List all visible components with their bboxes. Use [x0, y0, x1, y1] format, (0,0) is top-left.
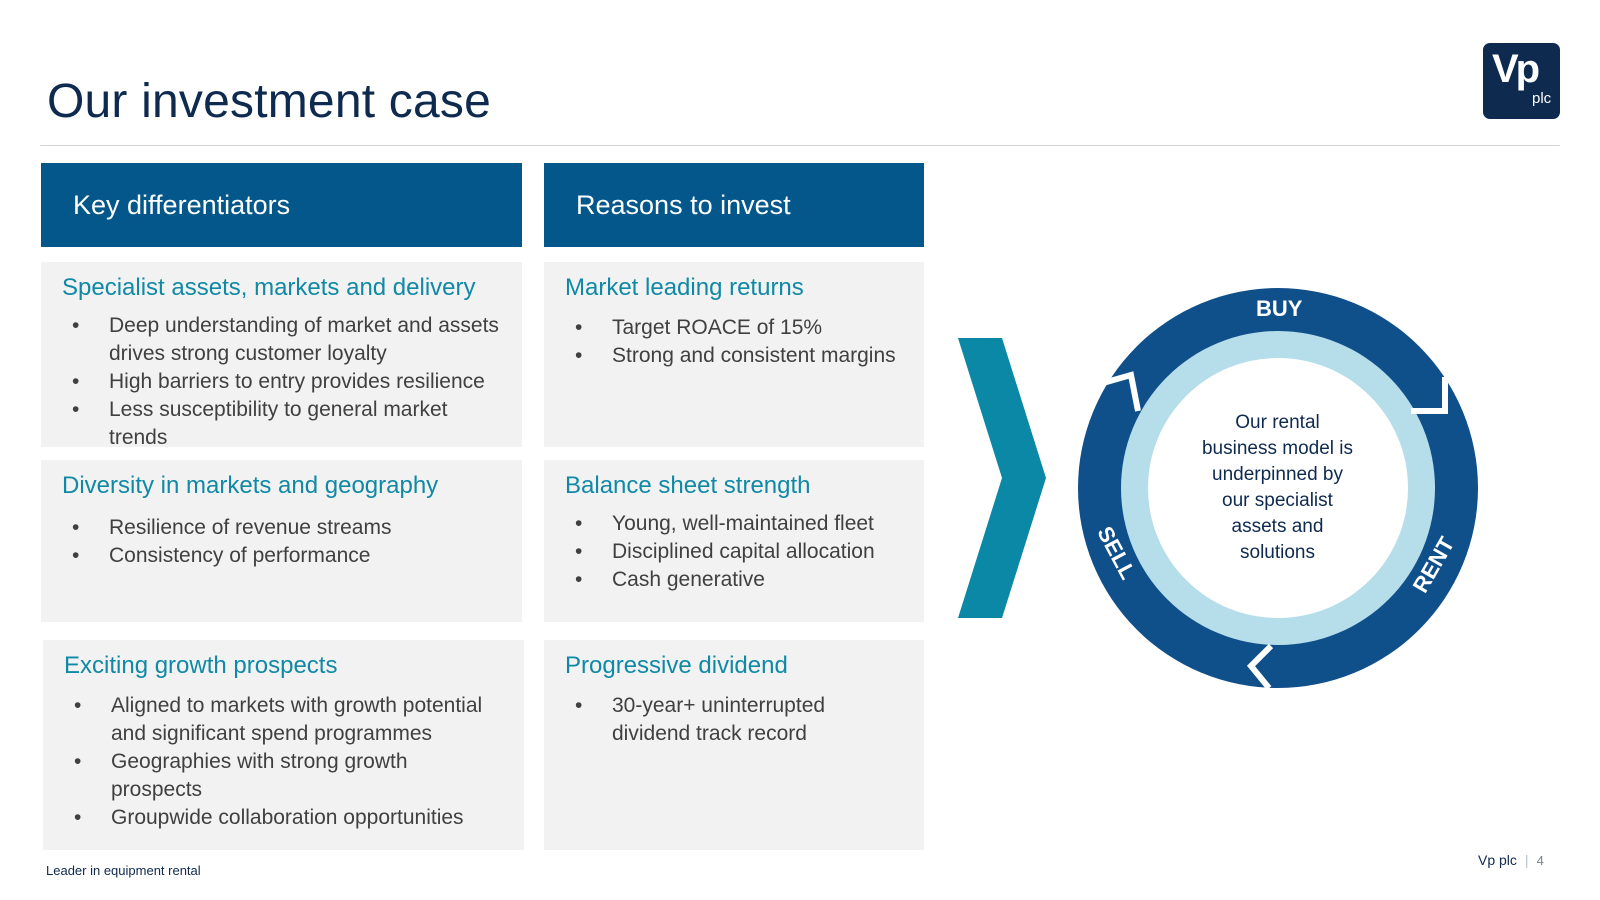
- reasons-to-invest-header: Reasons to invest: [544, 163, 924, 247]
- cycle-arrow-top-left: [1102, 371, 1141, 412]
- box-heading: Exciting growth prospects: [64, 652, 338, 679]
- cycle-label-buy: BUY: [1256, 296, 1303, 321]
- reason-box-dividend: Progressive dividend 30-year+ uninterrup…: [544, 640, 924, 850]
- logo-suffix: plc: [1532, 90, 1552, 107]
- bullet-list: Young, well-maintained fleet Disciplined…: [565, 510, 904, 594]
- bullet-item: Groupwide collaboration opportunities: [64, 804, 504, 832]
- box-heading: Diversity in markets and geography: [62, 472, 439, 499]
- bullet-item: Less susceptibility to general market tr…: [62, 396, 502, 452]
- bullet-item: Target ROACE of 15%: [565, 314, 904, 342]
- key-differentiators-label: Key differentiators: [73, 189, 291, 220]
- footer-separator: |: [1524, 852, 1529, 868]
- bullet-item: Resilience of revenue streams: [62, 514, 502, 542]
- bullet-list: Aligned to markets with growth potential…: [64, 692, 504, 832]
- chevron-arrow-icon: [958, 338, 1046, 618]
- footer-company: Vp plc: [1478, 852, 1517, 868]
- box-heading: Balance sheet strength: [565, 472, 811, 499]
- bullet-item: High barriers to entry provides resilien…: [62, 368, 502, 396]
- bullet-item: Young, well-maintained fleet: [565, 510, 904, 538]
- bullet-list: 30-year+ uninterrupted dividend track re…: [565, 692, 904, 748]
- bullet-continuation: and significant spend programmes: [111, 722, 433, 745]
- differentiator-box-specialist: Specialist assets, markets and delivery …: [41, 262, 522, 449]
- bullet-item: 30-year+ uninterrupted: [565, 692, 904, 720]
- cycle-arrow-bottom: [1246, 643, 1274, 690]
- bullet-list: Deep understanding of market and assets …: [62, 312, 502, 452]
- box-heading: Progressive dividend: [565, 652, 788, 679]
- cycle-text-line: solutions: [1240, 542, 1315, 563]
- cycle-center-text: Our rental business model is underpinned…: [1180, 410, 1375, 566]
- reason-box-balance-sheet: Balance sheet strength Young, well-maint…: [544, 460, 924, 622]
- bullet-item: Disciplined capital allocation: [565, 538, 904, 566]
- box-heading: Market leading returns: [565, 274, 804, 301]
- bullet-item: Geographies with strong growth: [64, 748, 504, 776]
- cycle-text-line: underpinned by: [1212, 464, 1343, 485]
- company-logo: Vp plc: [1483, 43, 1560, 119]
- differentiator-box-growth: Exciting growth prospects Aligned to mar…: [43, 640, 524, 850]
- box-heading: Specialist assets, markets and delivery: [62, 274, 476, 301]
- footer-page-info: Vp plc | 4: [1478, 852, 1544, 868]
- bullet-item: Strong and consistent margins: [565, 342, 904, 370]
- bullet-list: Resilience of revenue streams Consistenc…: [62, 514, 502, 570]
- cycle-text-line: Our rental: [1235, 412, 1320, 433]
- reason-box-returns: Market leading returns Target ROACE of 1…: [544, 262, 924, 447]
- cycle-text-line: business model is: [1201, 438, 1354, 459]
- reasons-to-invest-label: Reasons to invest: [576, 189, 791, 220]
- differentiator-box-diversity: Diversity in markets and geography Resil…: [41, 460, 522, 622]
- page-title: Our investment case: [47, 75, 491, 128]
- bullet-continuation: drives strong customer loyalty: [109, 342, 387, 365]
- footer-tagline: Leader in equipment rental: [46, 863, 201, 878]
- title-divider: [40, 145, 1560, 146]
- bullet-item: Deep understanding of market and assets: [62, 312, 502, 340]
- bullet-item: Consistency of performance: [62, 542, 502, 570]
- buy-rent-sell-cycle: [1078, 288, 1478, 690]
- key-differentiators-header: Key differentiators: [41, 163, 522, 247]
- bullet-continuation: prospects: [111, 778, 203, 801]
- cycle-text-line: our specialist: [1222, 490, 1333, 511]
- cycle-arrow-right: [1411, 377, 1448, 414]
- bullet-continuation: dividend track record: [612, 722, 807, 745]
- bullet-list: Target ROACE of 15% Strong and consisten…: [565, 314, 904, 370]
- cycle-text-line: assets and: [1231, 516, 1324, 537]
- logo-mark: Vp: [1492, 47, 1540, 91]
- bullet-item: Cash generative: [565, 566, 904, 594]
- page-number: 4: [1536, 853, 1544, 868]
- bullet-item: Aligned to markets with growth potential: [64, 692, 504, 720]
- cycle-center: [1148, 358, 1408, 618]
